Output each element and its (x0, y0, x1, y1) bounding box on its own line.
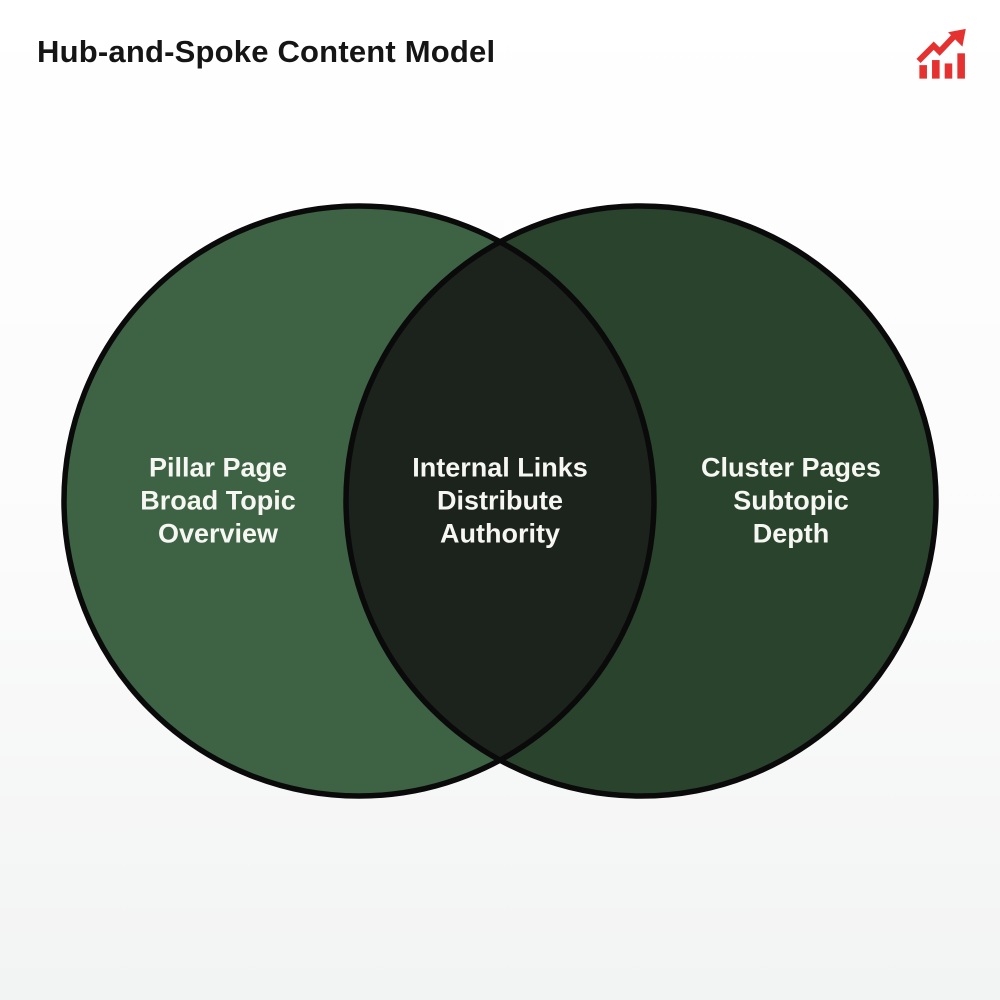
intersection-fill (346, 241, 654, 761)
label-line: Subtopic (733, 485, 849, 516)
page-title: Hub-and-Spoke Content Model (37, 34, 496, 69)
label-line: Pillar Page (148, 452, 288, 483)
label-line: Authority (440, 518, 560, 549)
label-line: Cluster Pages (700, 452, 882, 483)
label-line: Overview (157, 518, 279, 549)
label-line: Internal Links (412, 452, 588, 483)
label-line: Depth (752, 518, 830, 549)
left-circle-label: Pillar Page Broad Topic Overview (140, 452, 296, 551)
right-circle-outline (343, 203, 939, 799)
intersection-label: Internal Links Distribute Authority (412, 452, 588, 551)
trending-up-chart-icon (916, 28, 970, 82)
right-circle-label: Cluster Pages Subtopic Depth (701, 452, 881, 551)
label-line: Distribute (436, 485, 564, 516)
left-circle-outline (61, 203, 657, 799)
label-line: Broad Topic (140, 485, 296, 516)
